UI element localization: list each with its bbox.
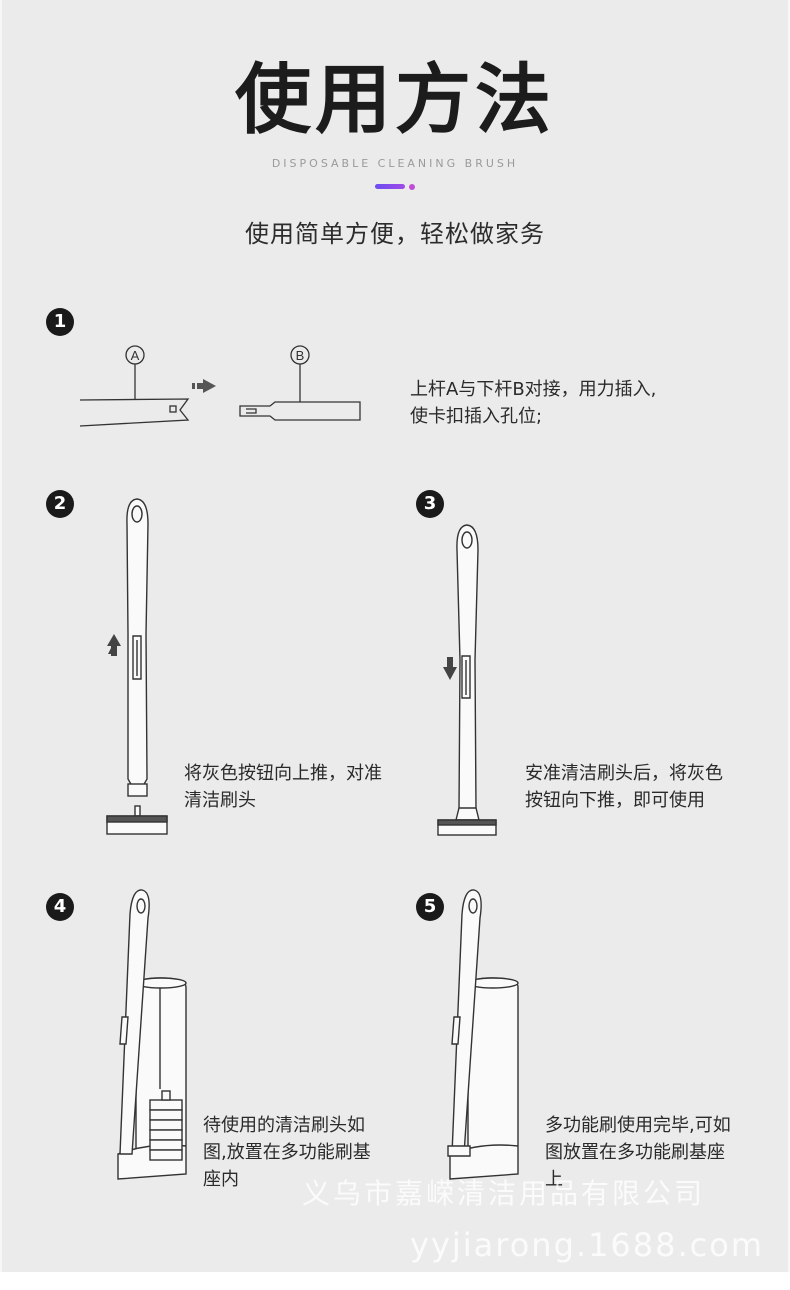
arrow-right-icon — [192, 379, 216, 393]
accent-dot — [409, 184, 415, 190]
step-3-illustration — [437, 524, 497, 836]
label-b: B — [296, 348, 305, 363]
step-4-description: 待使用的清洁刷头如 图,放置在多功能刷基 座内 — [203, 1115, 371, 1190]
step-3-description: 安准清洁刷头后，将灰色 按钮向下推，即可使用 — [525, 763, 723, 811]
page-tagline: 使用简单方便，轻松做家务 — [245, 220, 545, 248]
step-2-illustration — [106, 498, 168, 835]
step-5-illustration — [447, 889, 519, 1180]
step-1-illustration: A B — [79, 345, 361, 427]
step-2-description: 将灰色按钮向上推，对准 清洁刷头 — [184, 763, 382, 811]
step-4-badge: 4 — [46, 893, 74, 921]
watermark-site: yyjiarong.1688.com — [410, 1226, 765, 1264]
step-1-badge: 1 — [46, 308, 74, 336]
step-5-description: 多功能刷使用完毕,可如 图放置在多功能刷基座 上 — [545, 1115, 731, 1190]
page-title: 使用方法 — [235, 55, 555, 144]
label-a: A — [131, 348, 140, 363]
step-4-illustration — [117, 889, 187, 1180]
step-1-description: 上杆A与下杆B对接，用力插入, 使卡扣插入孔位; — [410, 379, 657, 427]
accent-bar — [375, 184, 405, 189]
arrow-up-icon — [107, 634, 121, 656]
bottom-strip — [0, 1272, 790, 1290]
page-subtitle-english: DISPOSABLE CLEANING BRUSH — [271, 157, 519, 170]
step-3-badge: 3 — [416, 490, 444, 518]
step-2-badge: 2 — [46, 490, 74, 518]
arrow-down-icon — [443, 657, 457, 680]
step-5-badge: 5 — [416, 893, 444, 921]
